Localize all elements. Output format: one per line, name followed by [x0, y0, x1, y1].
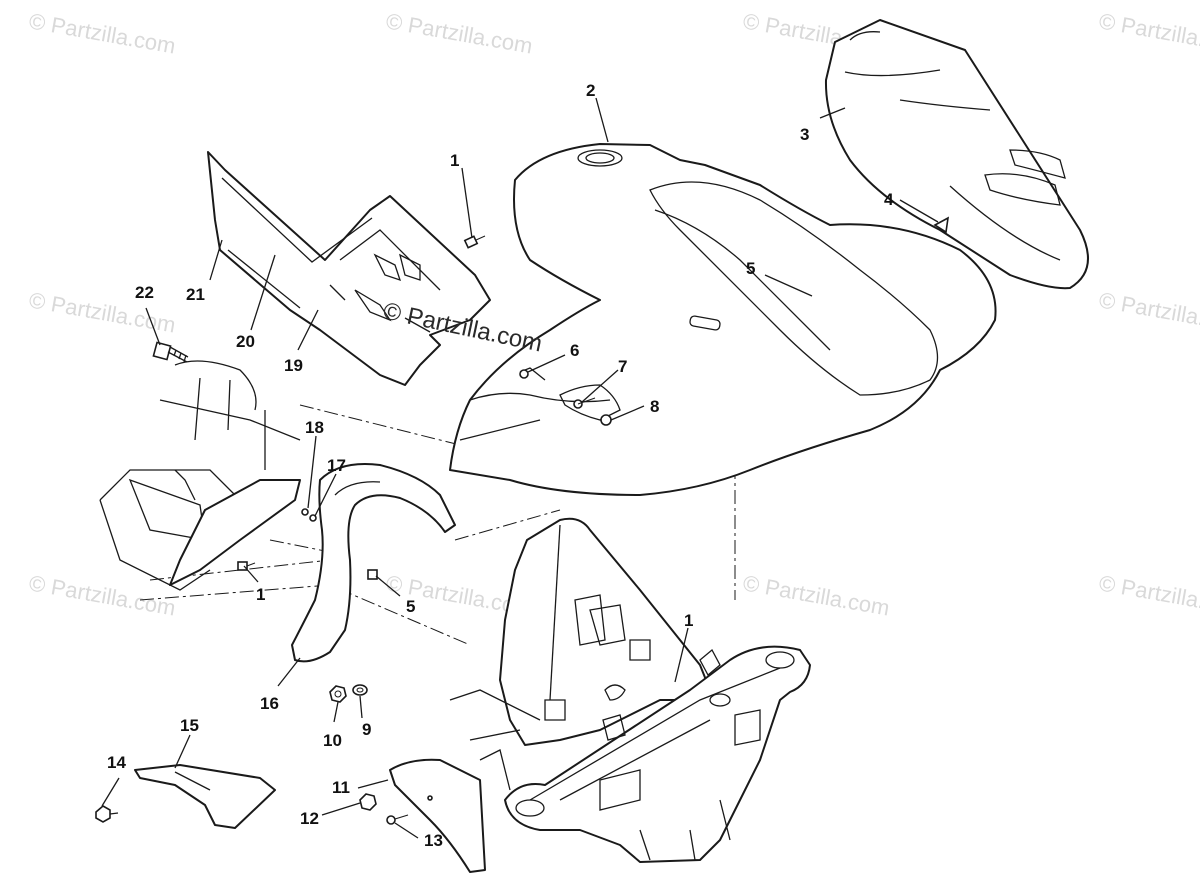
- watermark: © Partzilla.com: [1097, 8, 1200, 58]
- callout-label: 22: [135, 283, 154, 302]
- hardware-7: [573, 397, 596, 409]
- side-panel: [207, 151, 491, 386]
- watermark: © Partzilla.com: [1097, 570, 1200, 620]
- leader-lines: [101, 97, 939, 839]
- fastener-12: [359, 793, 377, 811]
- callout-label: 4: [884, 190, 894, 209]
- callout-label: 15: [180, 716, 199, 735]
- callout-label: 7: [618, 357, 627, 376]
- hardware-8: [600, 414, 612, 426]
- seat: [824, 19, 1089, 290]
- clip-4: [933, 216, 950, 234]
- fender-flare: [291, 463, 456, 663]
- watermark: © Partzilla.com: [384, 8, 534, 58]
- hardware-17: [309, 514, 317, 522]
- callout-label: 18: [305, 418, 324, 437]
- callout-label: 1: [684, 611, 693, 630]
- callout-label: 1: [256, 585, 265, 604]
- callout-label: 5: [746, 259, 755, 278]
- washer-9: [352, 684, 368, 696]
- bolt-1-top: [463, 235, 486, 249]
- watermark: © Partzilla.com: [1097, 287, 1200, 337]
- callout-label: 21: [186, 285, 205, 304]
- callout-label: 5: [406, 597, 415, 616]
- callout-label: 12: [300, 809, 319, 828]
- callout-label: 3: [800, 125, 809, 144]
- hardware-6: [519, 369, 529, 379]
- callout-label: 14: [107, 753, 126, 772]
- callout-label: 10: [323, 731, 342, 750]
- bolt-14: [95, 805, 119, 823]
- callout-label: 19: [284, 356, 303, 375]
- hardware-18: [301, 508, 309, 516]
- bolt-1-left: [237, 561, 256, 571]
- callout-label: 20: [236, 332, 255, 351]
- guard-11: [389, 758, 486, 873]
- callout-label: 2: [586, 81, 595, 100]
- frame: [449, 517, 811, 863]
- callout-label: 6: [570, 341, 579, 360]
- watermark: © Partzilla.com: [741, 570, 891, 620]
- bolt-22: [152, 341, 189, 363]
- callout-label: 17: [327, 456, 346, 475]
- inner-panel: [169, 479, 301, 586]
- callout-label: 1: [450, 151, 459, 170]
- callout-label: 8: [650, 397, 659, 416]
- screw-13: [386, 814, 409, 825]
- watermark: © Partzilla.com: [27, 8, 177, 58]
- nut-10: [329, 685, 347, 703]
- callout-label: 13: [424, 831, 443, 850]
- callout-label: 9: [362, 720, 371, 739]
- callout-label: 16: [260, 694, 279, 713]
- bracket-15: [134, 764, 276, 829]
- callout-label: 11: [332, 778, 350, 797]
- footwell: [99, 360, 301, 591]
- callout-numbers: 1 2 3 4 5 6 7 8 1 5 18 17 22 21 20 19 16…: [107, 81, 894, 850]
- front-fender: [449, 143, 997, 496]
